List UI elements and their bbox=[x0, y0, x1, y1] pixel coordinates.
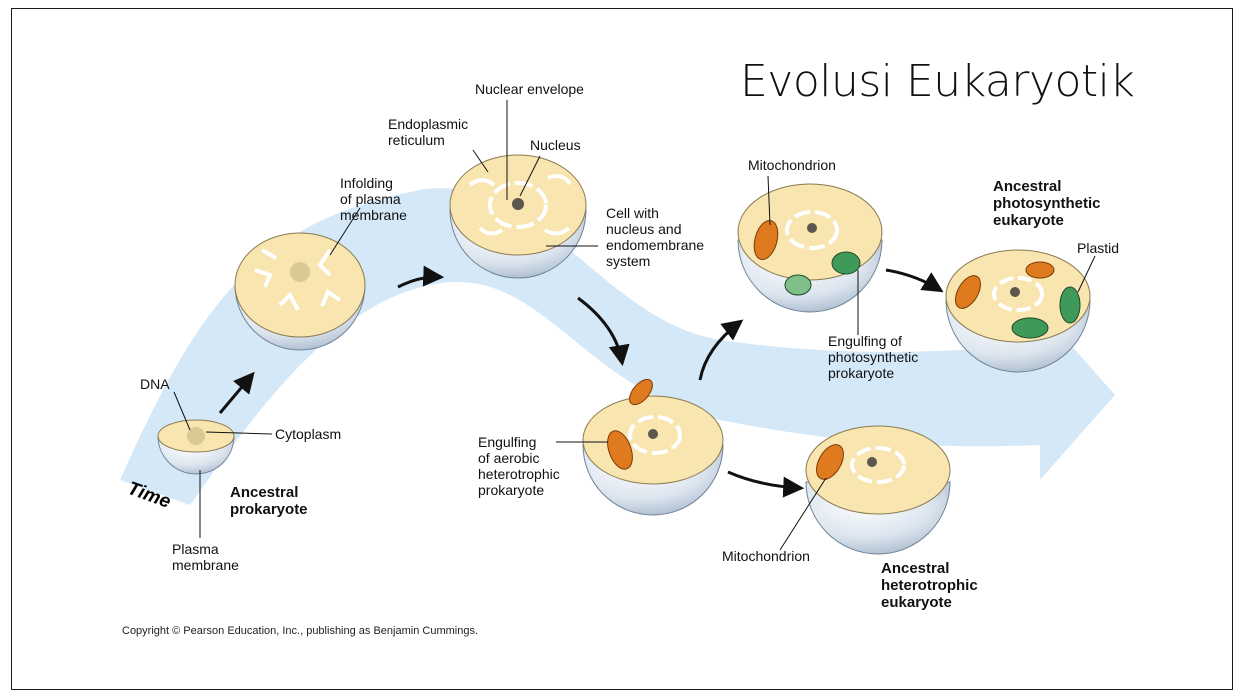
label-engulfing-photosynthetic: Engulfing of photosynthetic prokaryote bbox=[828, 333, 918, 381]
label-plasma-membrane: Plasma membrane bbox=[172, 541, 239, 573]
label-mitochondrion-top: Mitochondrion bbox=[748, 157, 836, 173]
copyright-notice: Copyright © Pearson Education, Inc., pub… bbox=[122, 625, 478, 637]
label-ancestral-heterotrophic: Ancestral heterotrophic eukaryote bbox=[881, 560, 978, 611]
label-ancestral-photosynthetic: Ancestral photosynthetic eukaryote bbox=[993, 178, 1101, 229]
label-plastid: Plastid bbox=[1077, 240, 1119, 256]
label-nucleus: Nucleus bbox=[530, 137, 581, 153]
label-infolding: Infolding of plasma membrane bbox=[340, 175, 407, 223]
label-cell-with-nucleus: Cell with nucleus and endomembrane syste… bbox=[606, 205, 704, 269]
label-endoplasmic-reticulum: Endoplasmic reticulum bbox=[388, 116, 468, 148]
label-engulfing-aerobic: Engulfing of aerobic heterotrophic proka… bbox=[478, 434, 560, 498]
label-mitochondrion-bottom: Mitochondrion bbox=[722, 548, 810, 564]
label-nuclear-envelope: Nuclear envelope bbox=[475, 81, 584, 97]
photosynthetic-engulfing-cell bbox=[738, 184, 882, 312]
label-dna: DNA bbox=[140, 376, 170, 392]
heterotrophic-eukaryote-cell bbox=[806, 426, 950, 554]
label-ancestral-prokaryote: Ancestral prokaryote bbox=[230, 484, 308, 518]
label-cytoplasm: Cytoplasm bbox=[275, 426, 341, 442]
slide-title: Evolusi Eukaryotik bbox=[740, 56, 1134, 107]
